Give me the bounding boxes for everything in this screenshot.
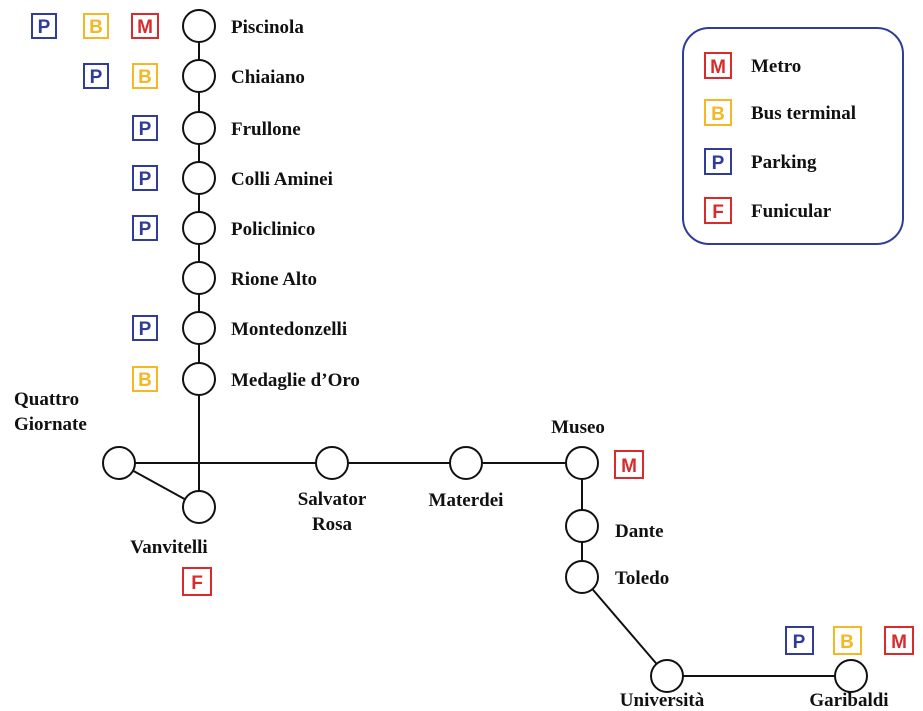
station-label-salvator-rosa-line2: Rosa <box>312 514 353 535</box>
legend-item-metro: M Metro <box>704 52 801 79</box>
metro-badge: M <box>884 626 914 655</box>
bus-badge: B <box>132 63 158 89</box>
svg-text:P: P <box>139 169 152 190</box>
station-label-medaglie-doro: Medaglie d’Oro <box>231 370 360 391</box>
station-label-garibaldi: Garibaldi <box>809 690 888 711</box>
track-segment-toledo-universita <box>581 576 668 677</box>
station-circle-colli-aminei[interactable] <box>182 161 216 195</box>
parking-badge: P <box>83 63 109 89</box>
station-circle-medaglie-doro[interactable] <box>182 362 216 396</box>
svg-text:P: P <box>139 119 152 140</box>
station-circle-toledo[interactable] <box>565 560 599 594</box>
station-label-chiaiano: Chiaiano <box>231 67 305 88</box>
legend-label-bus: Bus terminal <box>751 103 856 124</box>
svg-text:M: M <box>621 456 637 477</box>
station-label-museo: Museo <box>551 417 605 438</box>
svg-text:P: P <box>139 219 152 240</box>
station-circle-materdei[interactable] <box>449 446 483 480</box>
funicular-badge <box>704 197 732 224</box>
station-label-quattro-giornate-line2: Giornate <box>14 414 87 435</box>
legend-label-funicular: Funicular <box>751 201 832 222</box>
svg-text:B: B <box>840 632 854 653</box>
station-label-universita: Università <box>620 690 705 711</box>
funicular-badge: F <box>182 567 212 596</box>
station-circle-dante[interactable] <box>565 509 599 543</box>
legend-item-bus: B Bus terminal <box>704 99 856 126</box>
parking-badge: P <box>31 13 57 39</box>
svg-text:P: P <box>38 17 51 38</box>
legend-item-funicular: F Funicular <box>704 197 832 224</box>
svg-text:P: P <box>712 153 725 174</box>
svg-text:M: M <box>137 17 153 38</box>
station-label-dante: Dante <box>615 521 664 542</box>
svg-text:P: P <box>793 632 806 653</box>
station-circle-policlinico[interactable] <box>182 211 216 245</box>
service-badges: P B M P B P P P <box>31 13 914 655</box>
svg-text:B: B <box>138 370 152 391</box>
svg-text:F: F <box>712 202 724 223</box>
station-label-frullone: Frullone <box>231 119 301 140</box>
bus-badge: B <box>132 366 158 392</box>
parking-badge: P <box>132 215 158 241</box>
station-label-vanvitelli: Vanvitelli <box>130 537 207 558</box>
metro-badge: M <box>614 450 644 479</box>
svg-text:B: B <box>711 104 725 125</box>
station-label-materdei: Materdei <box>429 490 504 511</box>
station-circles <box>102 9 868 693</box>
station-circle-quattro-giornate[interactable] <box>102 446 136 480</box>
svg-text:M: M <box>891 632 907 653</box>
parking-badge: P <box>132 315 158 341</box>
station-label-quattro-giornate-line1: Quattro <box>14 389 79 410</box>
station-label-policlinico: Policlinico <box>231 219 315 240</box>
station-label-montedonzelli: Montedonzelli <box>231 319 347 340</box>
svg-text:M: M <box>710 57 726 78</box>
station-circle-chiaiano[interactable] <box>182 59 216 93</box>
parking-badge: P <box>132 115 158 141</box>
svg-text:B: B <box>89 17 103 38</box>
station-label-colli-aminei: Colli Aminei <box>231 169 333 190</box>
station-label-rione-alto: Rione Alto <box>231 269 317 290</box>
parking-badge <box>704 148 732 175</box>
bus-badge: B <box>833 626 862 655</box>
parking-badge: P <box>132 165 158 191</box>
station-label-piscinola: Piscinola <box>231 17 304 38</box>
legend-item-parking: P Parking <box>704 148 817 175</box>
legend-frame <box>682 27 904 245</box>
metro-badge: M <box>131 13 159 39</box>
bus-badge <box>704 99 732 126</box>
station-label-salvator-rosa-line1: Salvator <box>298 489 367 510</box>
parking-badge: P <box>785 626 814 655</box>
station-labels: Piscinola Chiaiano Frullone Colli Aminei… <box>14 17 889 711</box>
station-circle-garibaldi[interactable] <box>834 659 868 693</box>
station-circle-vanvitelli[interactable] <box>182 490 216 524</box>
station-circle-frullone[interactable] <box>182 111 216 145</box>
station-circle-museo[interactable] <box>565 446 599 480</box>
metro-badge <box>704 52 732 79</box>
station-circle-piscinola[interactable] <box>182 9 216 43</box>
station-circle-salvator-rosa[interactable] <box>315 446 349 480</box>
bus-badge: B <box>83 13 109 39</box>
station-circle-montedonzelli[interactable] <box>182 311 216 345</box>
svg-text:P: P <box>139 319 152 340</box>
svg-text:P: P <box>90 67 103 88</box>
station-circle-universita[interactable] <box>650 659 684 693</box>
svg-text:F: F <box>191 573 203 594</box>
svg-text:B: B <box>138 67 152 88</box>
legend-label-metro: Metro <box>751 56 801 77</box>
station-circle-rione-alto[interactable] <box>182 261 216 295</box>
station-label-toledo: Toledo <box>615 568 669 589</box>
legend: M Metro B Bus terminal P Parking F Funic… <box>682 27 904 245</box>
legend-label-parking: Parking <box>751 152 817 173</box>
